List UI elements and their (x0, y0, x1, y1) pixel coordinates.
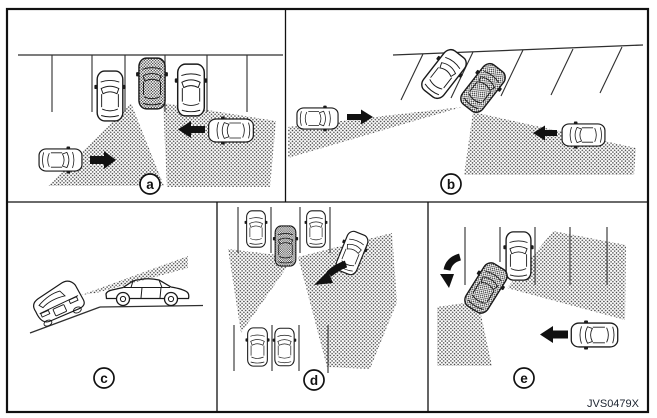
panel-label-e: e (513, 367, 535, 389)
figure-code: JVS0479X (587, 398, 640, 410)
panel-c: c (29, 256, 204, 389)
detection-zone-left (228, 249, 294, 333)
rear-wheel-right (72, 306, 82, 314)
parked-vehicle (93, 70, 127, 122)
stall-line (500, 49, 524, 97)
stall-line (599, 46, 623, 94)
sedan-windows (124, 279, 170, 299)
license-plate (52, 304, 67, 317)
front-hub (119, 295, 127, 303)
label-circle (440, 173, 462, 195)
panel-d: d (228, 207, 397, 391)
panel-label-c: c (93, 367, 115, 389)
front-wheel (115, 291, 131, 307)
detection-zone-right (298, 233, 397, 369)
curved-arrow-shaft (443, 253, 462, 271)
crossing-vehicle-right (570, 319, 619, 351)
label-circle (513, 367, 535, 389)
panel-label-b: b (440, 173, 462, 195)
left-direction-arrow (533, 125, 557, 141)
label-circle (93, 367, 115, 389)
taillight-right (68, 296, 79, 305)
detection-zone-left (437, 301, 492, 366)
curved-arrow-shaft (326, 260, 348, 277)
ground-lines (29, 304, 204, 334)
panel-letter: e (520, 371, 528, 386)
panel-letter: d (310, 373, 318, 388)
parked-vehicle (304, 210, 328, 248)
crossing-vehicle-right (207, 115, 255, 146)
detection-zone-right (163, 103, 276, 187)
rear-wheel-left (43, 319, 53, 327)
car-rear-body (33, 280, 85, 323)
parked-vehicle (502, 231, 535, 281)
reversing-turn-arrow (440, 253, 462, 288)
panel-label-a: a (139, 173, 161, 195)
stall-line (400, 53, 424, 101)
parking-lines-b (392, 44, 644, 101)
panel-b: b (288, 44, 644, 195)
panel-a: a (18, 54, 283, 195)
parked-vehicle (244, 327, 271, 367)
parked-vehicle (272, 327, 297, 367)
curved-arrow-head (314, 271, 333, 285)
rear-hub (167, 295, 175, 303)
road-line (99, 304, 204, 308)
stall-line (550, 48, 574, 96)
detection-zone-right (507, 231, 626, 320)
crossing-vehicle-right (561, 120, 606, 150)
detection-zone-left (288, 107, 462, 158)
left-direction-arrow (178, 121, 205, 138)
panel-e: e (437, 227, 626, 389)
label-circle (303, 369, 325, 391)
right-direction-arrow (347, 109, 373, 125)
crossing-vehicle-left (296, 104, 339, 133)
panel-letter: a (146, 177, 154, 192)
label-circle (139, 173, 161, 195)
detection-zone-right (464, 112, 636, 175)
turning-arrow (314, 260, 348, 285)
crossing-vehicle-left (38, 145, 83, 175)
curved-arrow-head (440, 274, 454, 288)
curb-line (392, 44, 644, 56)
passing-vehicle-side-view (105, 278, 190, 307)
rear-wheel (163, 291, 179, 307)
parked-vehicle (174, 63, 208, 117)
taillight-left (40, 309, 51, 318)
panel-label-d: d (303, 369, 325, 391)
right-direction-arrow (90, 151, 116, 169)
panel-letter: c (100, 371, 108, 386)
rear-window (38, 290, 66, 309)
reversing-vehicle-rear-view (33, 280, 85, 327)
panel-dividers (7, 9, 648, 412)
subject-vehicle (135, 57, 169, 110)
slope-line (29, 306, 101, 334)
left-direction-arrow (540, 326, 568, 343)
parked-vehicle (244, 210, 268, 248)
detection-beam-over-car (81, 256, 188, 295)
subject-vehicle (272, 225, 299, 267)
figure-border (5, 7, 650, 414)
panel-letter: b (447, 177, 455, 192)
